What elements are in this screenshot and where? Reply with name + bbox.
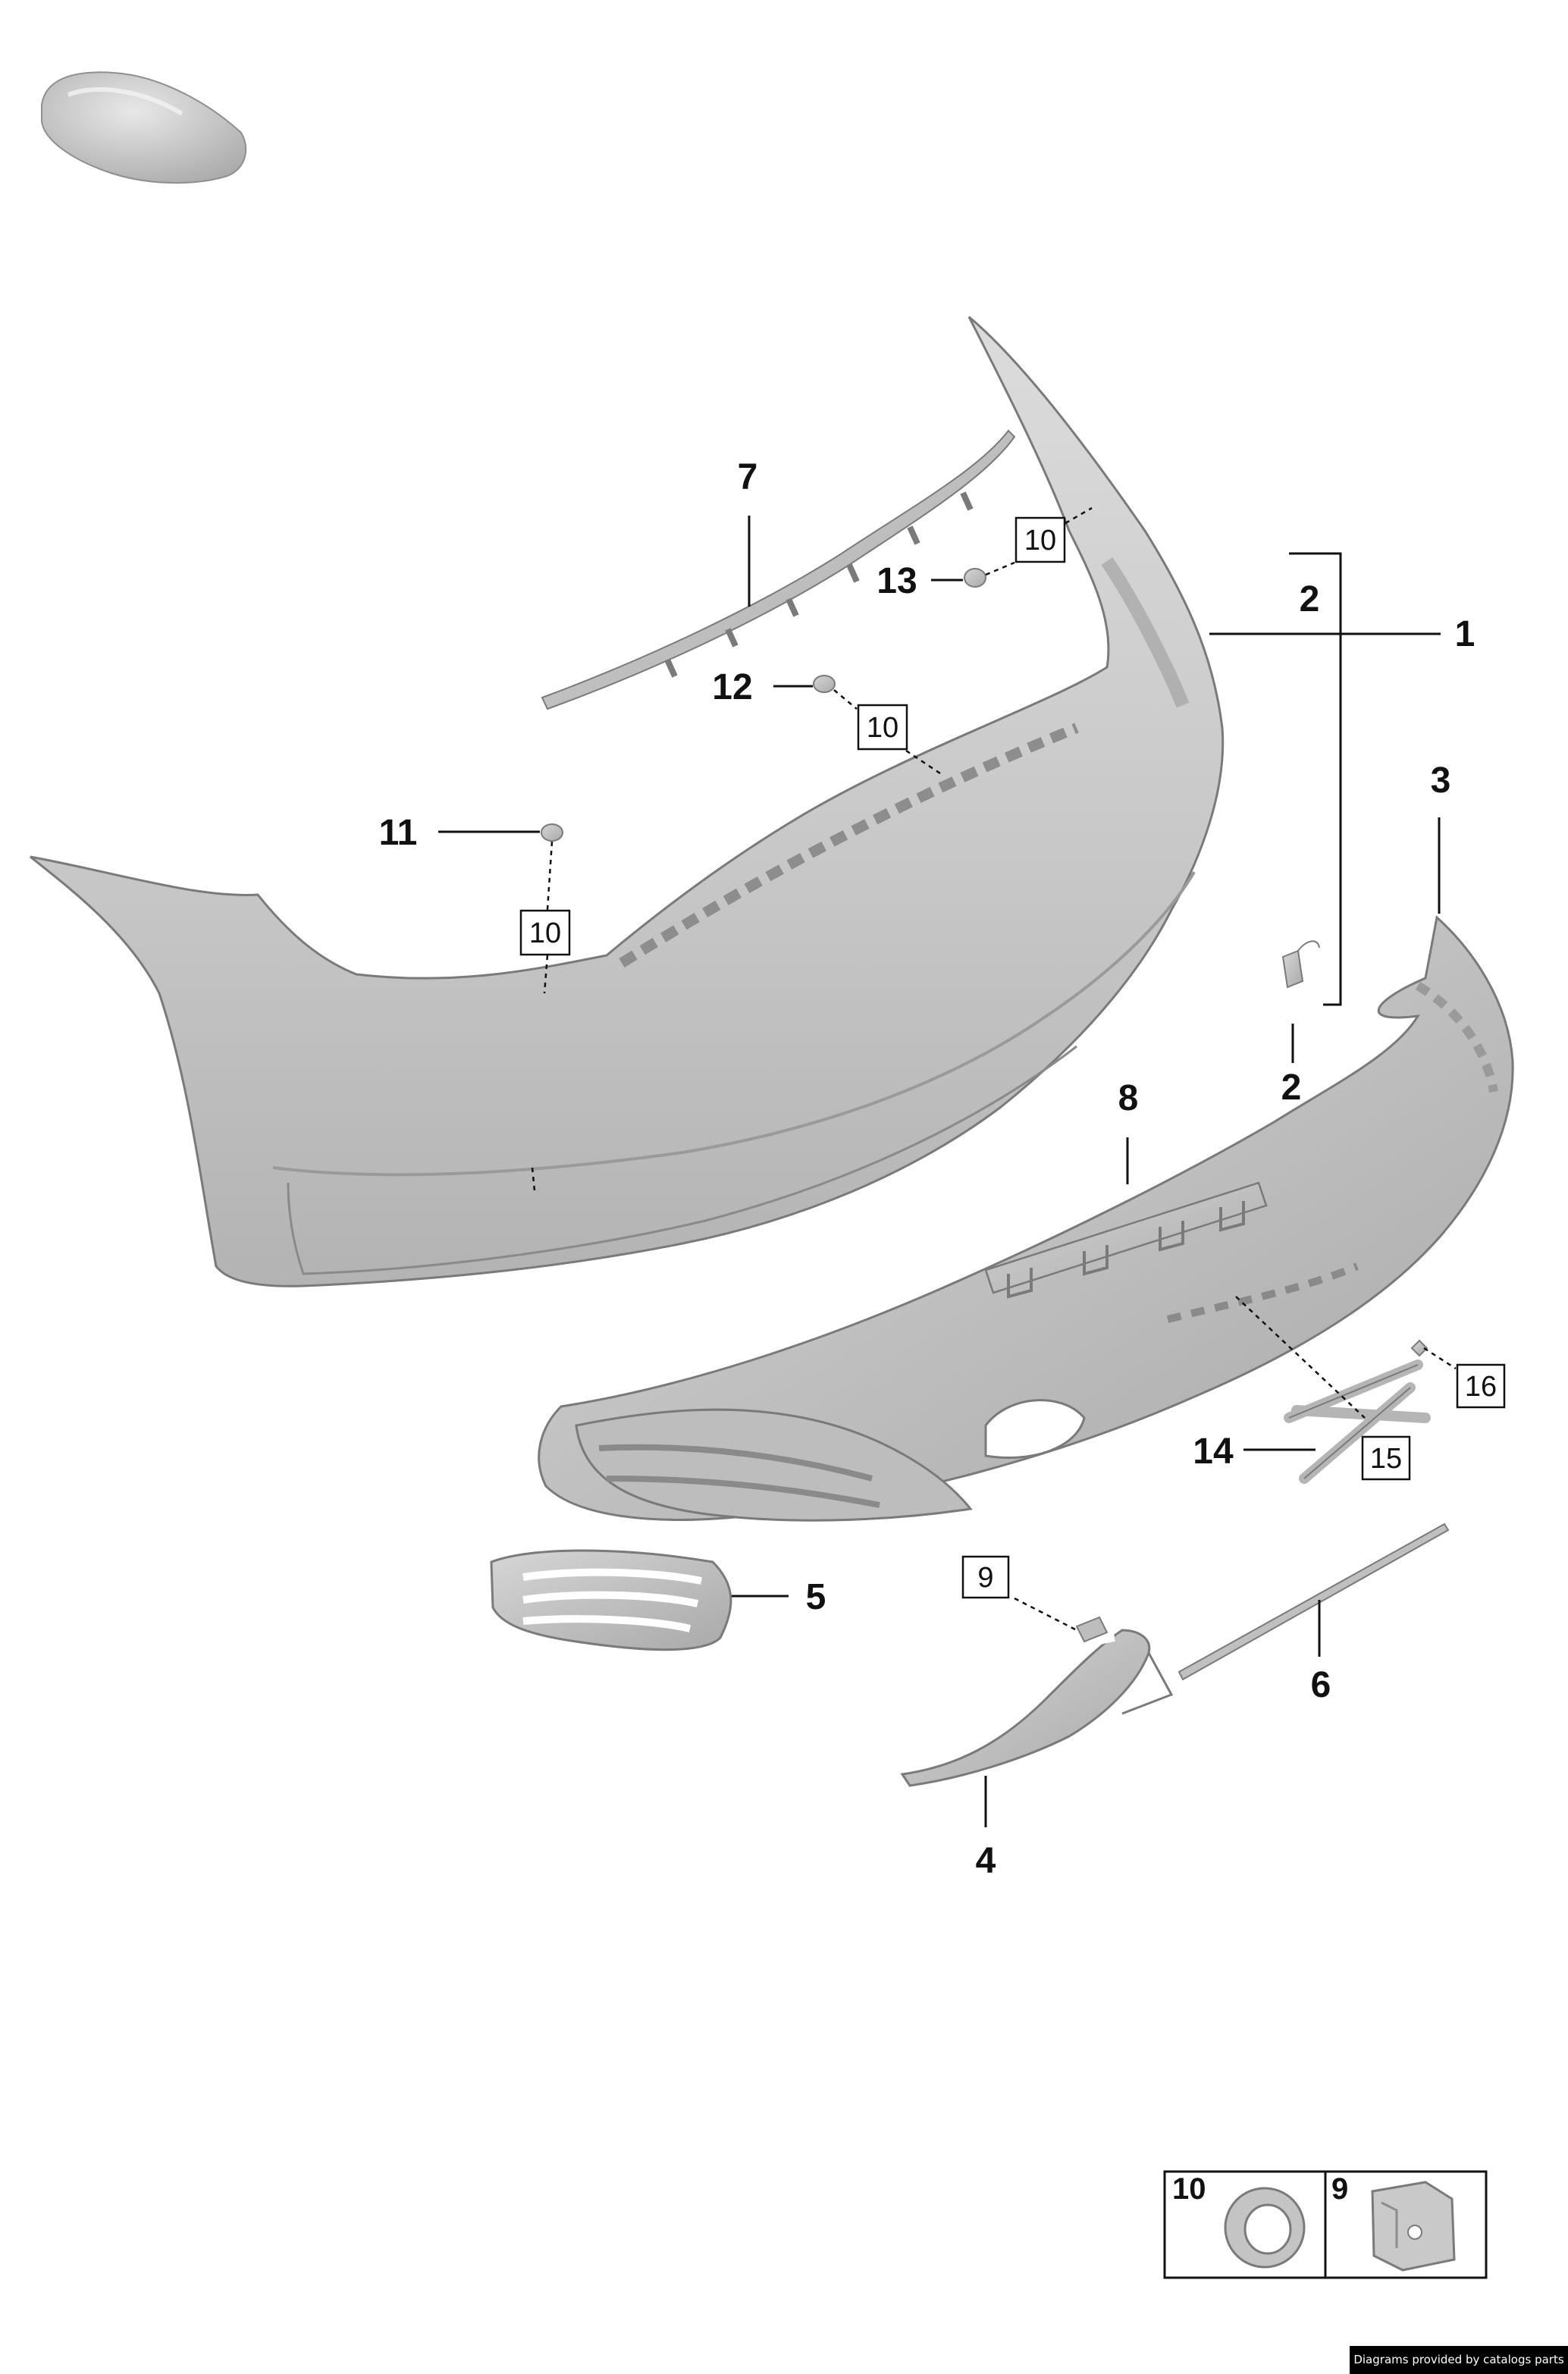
dash-13-10 — [985, 561, 1015, 576]
lower-grille-part — [538, 915, 1514, 1522]
leader-2-bracket — [1289, 552, 1342, 1006]
leader-lines — [438, 506, 1457, 1827]
trim-frame-part-4 — [900, 1616, 1174, 1787]
callout-3: 3 — [1431, 760, 1451, 801]
diagram-credit-banner: Diagrams provided by catalogs parts — [1350, 2346, 1568, 2374]
callout-7: 7 — [738, 457, 758, 497]
svg-text:10: 10 — [1024, 525, 1056, 557]
seal-strip-part-6 — [1178, 1523, 1450, 1681]
svg-text:10: 10 — [529, 917, 561, 949]
callout-12: 12 — [712, 667, 752, 707]
callout-1: 1 — [1455, 614, 1475, 654]
car-thumbnail-icon — [41, 71, 247, 184]
bracket-part-8 — [984, 1181, 1268, 1299]
boxed-callout-10-upper: 10 — [1014, 516, 1066, 563]
brace-part-14 — [1284, 1359, 1431, 1484]
fastener-legend: 10 9 — [1163, 2170, 1488, 2279]
grille-insert-part-5 — [490, 1549, 732, 1651]
callout-4: 4 — [976, 1841, 996, 1881]
callout-6: 6 — [1311, 1665, 1331, 1705]
dash-9 — [1014, 1597, 1077, 1632]
dash-15 — [1235, 1296, 1366, 1419]
clip-part-16 — [1410, 1339, 1428, 1357]
grommet-icon — [1224, 2187, 1306, 2269]
dash-12-10 — [833, 689, 858, 710]
callout-8: 8 — [1118, 1078, 1139, 1118]
boxed-callout-9: 9 — [961, 1555, 1010, 1599]
boxed-callout-10-left: 10 — [519, 909, 571, 956]
callout-5: 5 — [806, 1577, 826, 1617]
callout-14: 14 — [1193, 1432, 1234, 1472]
bumper-cover-part — [30, 315, 1225, 1287]
clip-part-13 — [964, 568, 986, 588]
boxed-callouts: 10 10 10 9 15 16 — [519, 516, 1506, 1599]
legend-item-9-label: 9 — [1331, 2172, 1348, 2206]
boxed-callout-15: 15 — [1361, 1435, 1411, 1481]
svg-text:9: 9 — [977, 1562, 993, 1594]
callout-labels: 1 2 2 3 4 5 6 7 8 11 12 13 14 — [379, 457, 1475, 1881]
legend-item-10-label: 10 — [1172, 2172, 1206, 2206]
dash-10-left — [543, 955, 549, 994]
clip-part-11 — [541, 823, 563, 842]
callout-13: 13 — [877, 561, 917, 601]
dash-16 — [1423, 1347, 1457, 1370]
clip-nut-icon — [1371, 2181, 1456, 2272]
clip-part-12 — [813, 675, 836, 693]
callout-2-bottom: 2 — [1281, 1068, 1302, 1108]
svg-text:15: 15 — [1370, 1443, 1402, 1475]
svg-text:10: 10 — [867, 712, 898, 744]
callout-11: 11 — [379, 813, 418, 853]
dash-10-middle — [905, 749, 941, 775]
dash-11-10 — [546, 841, 554, 911]
dash-bumper — [531, 1167, 536, 1191]
svg-text:16: 16 — [1465, 1371, 1497, 1403]
callout-2-top: 2 — [1300, 579, 1320, 619]
bracket-part-2 — [1281, 940, 1320, 989]
boxed-callout-16: 16 — [1456, 1363, 1506, 1409]
trim-strip-part — [541, 429, 1016, 710]
boxed-callout-10-middle: 10 — [857, 704, 908, 751]
